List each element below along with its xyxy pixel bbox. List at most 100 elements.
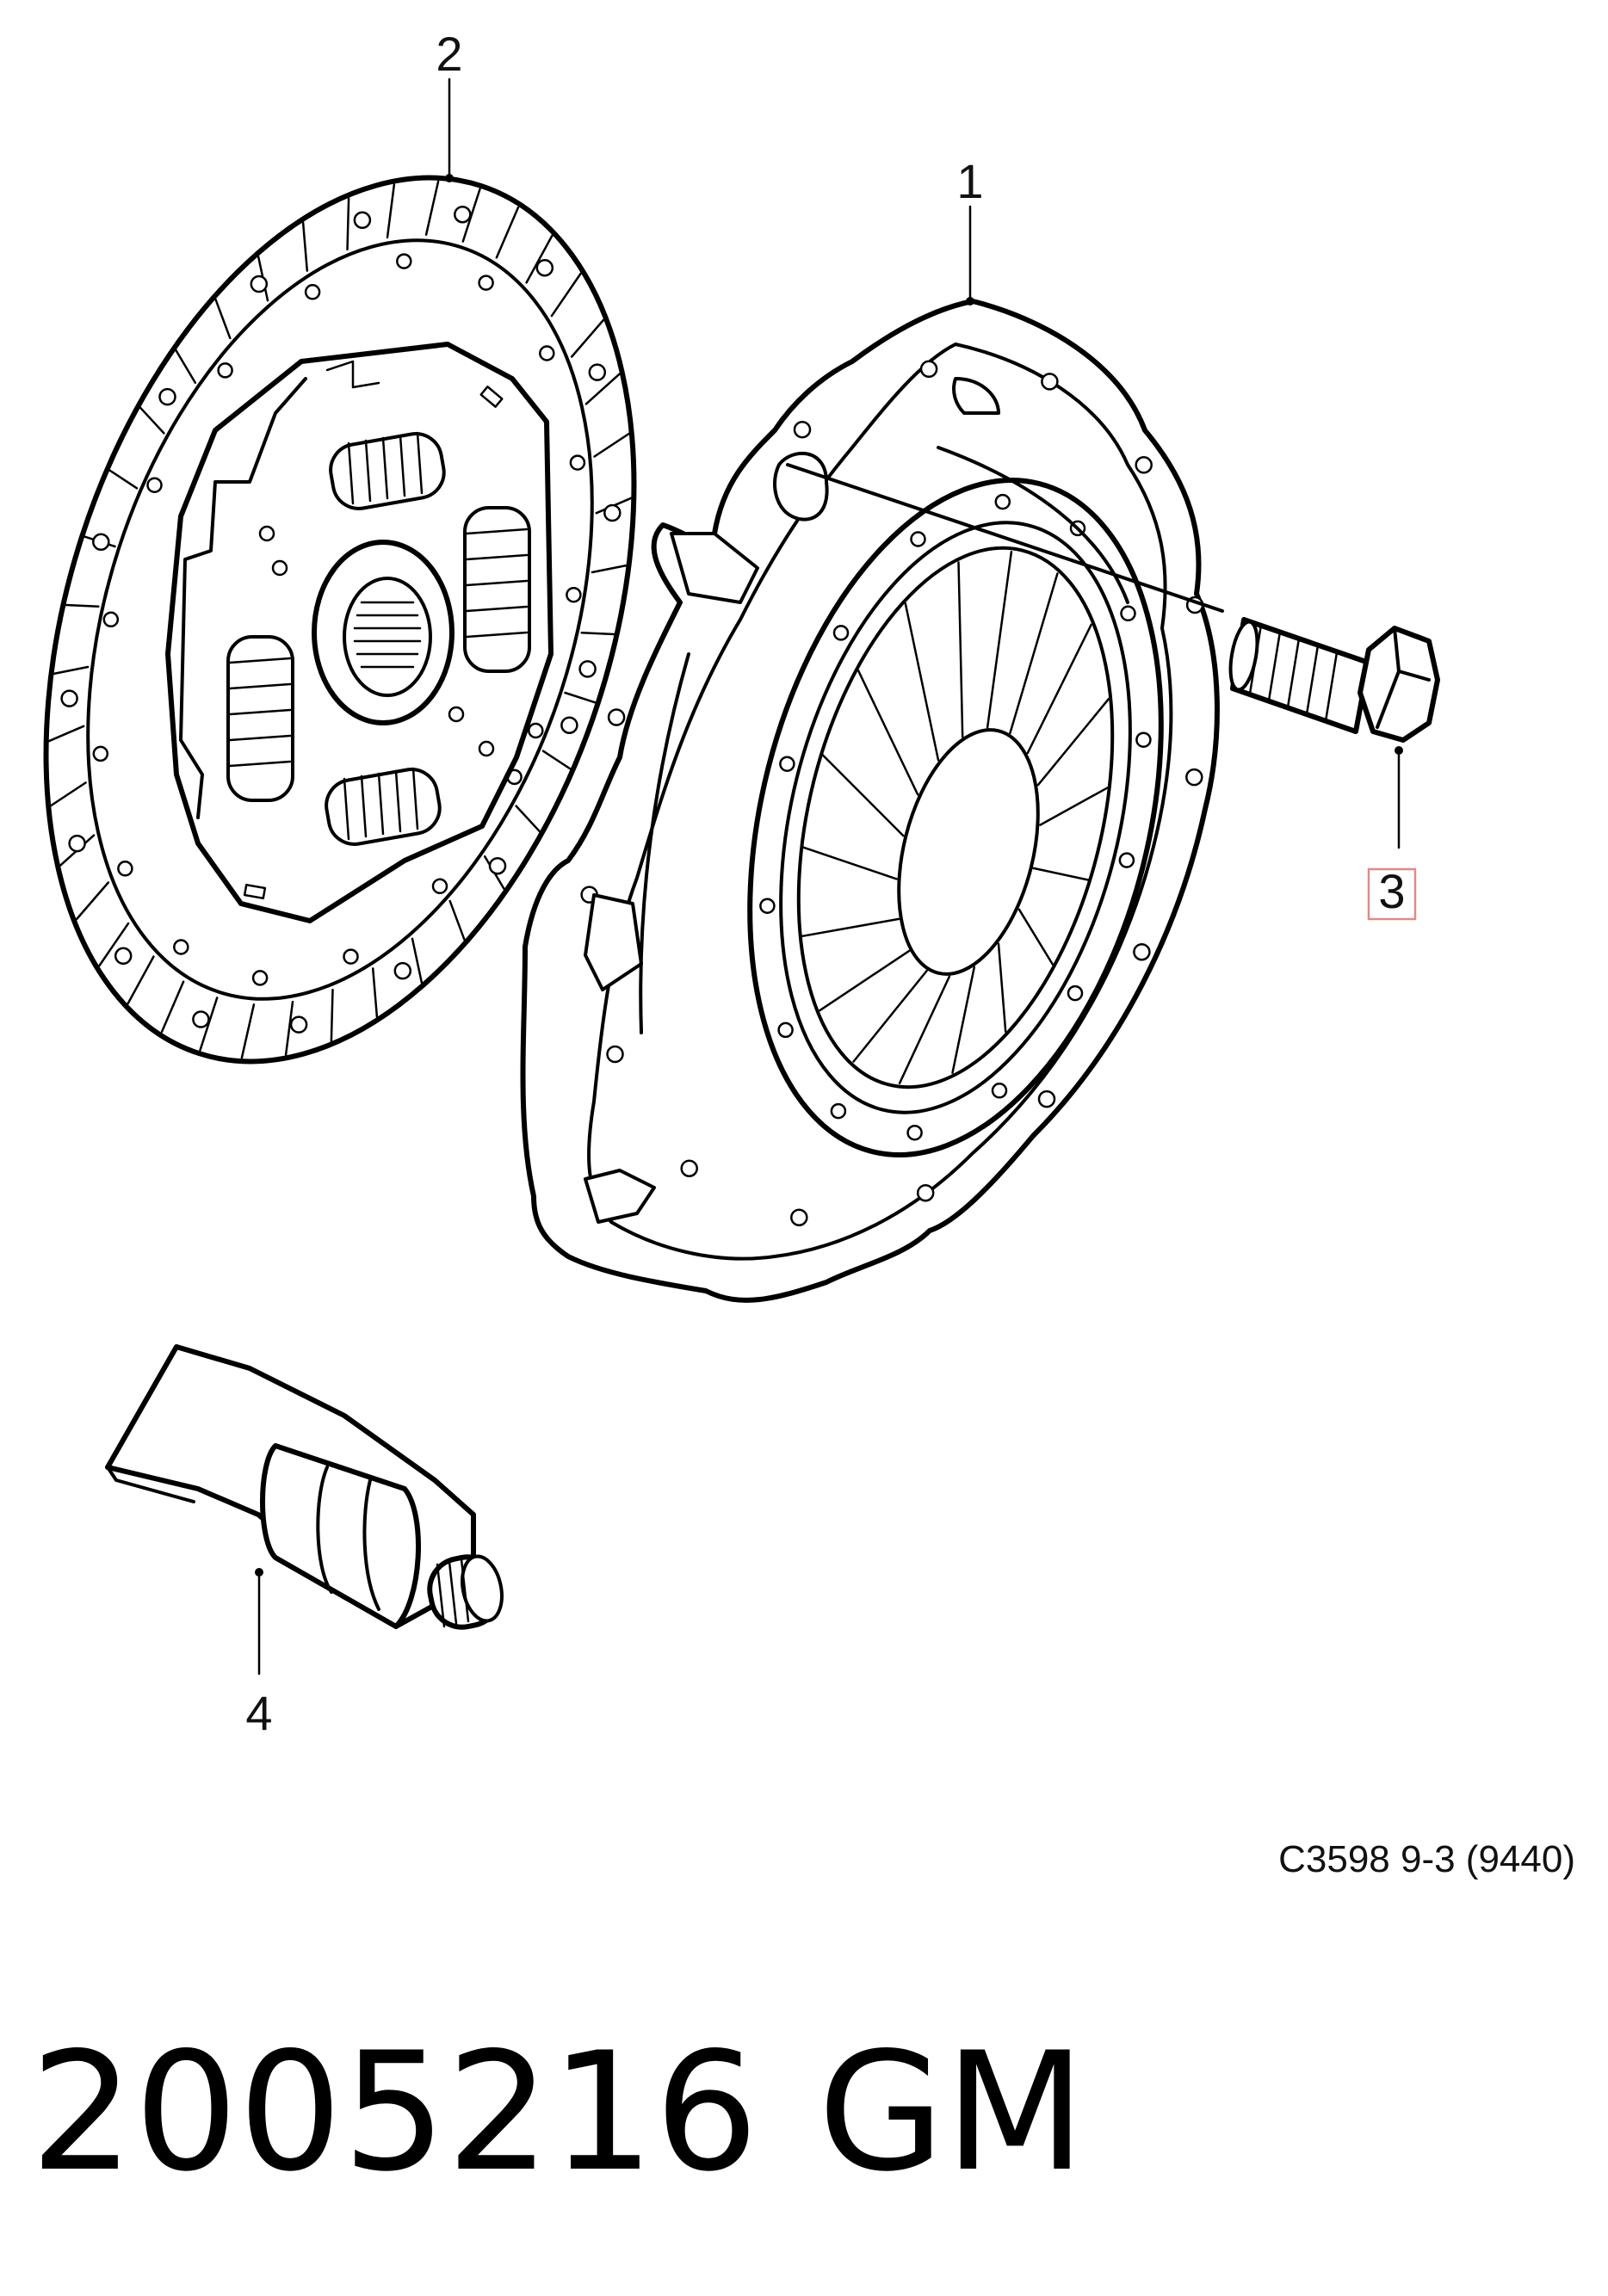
friction-groove — [570, 318, 605, 358]
cover-hole — [910, 531, 926, 547]
flange-hole — [793, 420, 812, 439]
disc-rivet — [68, 834, 86, 853]
diaphragm-finger — [1026, 623, 1092, 755]
diaphragm-finger — [951, 966, 976, 1074]
friction-groove — [175, 349, 197, 385]
callout-label-2: 2 — [436, 27, 462, 81]
disc-rivet — [488, 856, 507, 875]
cover-hole — [906, 1124, 923, 1141]
callout-2: 2 — [436, 27, 463, 182]
friction-groove — [461, 188, 481, 243]
disc-rivet — [117, 861, 133, 877]
friction-groove — [346, 197, 350, 251]
friction-groove — [214, 298, 232, 340]
callout-label-4: 4 — [245, 1686, 272, 1740]
flange-hole — [916, 1183, 935, 1202]
disc-rivet — [528, 722, 544, 739]
friction-groove — [411, 937, 424, 984]
friction-groove — [160, 980, 185, 1034]
disc-rivet — [289, 1015, 308, 1034]
friction-groove — [284, 1000, 294, 1056]
flange-hole — [790, 1208, 808, 1226]
callout-label-1: 1 — [956, 154, 983, 208]
callout-3-highlight-box — [1367, 867, 1417, 921]
cover-hole — [994, 493, 1011, 510]
grease-tube-drawing — [105, 1344, 504, 1630]
friction-groove — [47, 725, 85, 743]
cover-hole — [759, 898, 776, 914]
friction-groove — [584, 373, 622, 405]
flange-hole — [1185, 768, 1203, 787]
diaphragm-finger — [986, 551, 1013, 729]
callout-label-3: 3 — [1378, 864, 1405, 918]
flange-hole — [606, 1045, 624, 1064]
brand-name: GM — [818, 2017, 1085, 2207]
diaphragm-finger — [904, 602, 940, 762]
callout-3: 3 — [1367, 746, 1417, 921]
disc-rivet — [92, 533, 110, 552]
diaphragm-finger — [1009, 572, 1059, 735]
disc-rivet — [454, 205, 472, 224]
friction-groove — [108, 469, 139, 490]
friction-groove — [593, 432, 630, 458]
diaphragm-finger — [857, 669, 919, 796]
friction-groove — [75, 881, 110, 921]
cover-hole — [777, 1021, 794, 1039]
disc-rivet — [114, 947, 133, 966]
disc-rivet — [539, 345, 555, 361]
disc-rivet — [192, 1010, 210, 1028]
cover-hole — [779, 756, 795, 772]
diaphragm-finger — [997, 942, 1007, 1034]
disc-rivet — [217, 362, 233, 379]
diaphragm-finger — [957, 561, 964, 738]
disc-rivet — [353, 211, 372, 230]
diaphragm-finger — [852, 969, 928, 1063]
friction-groove — [580, 631, 615, 636]
friction-groove — [448, 899, 466, 941]
friction-groove — [591, 564, 628, 574]
disc-rivet — [102, 611, 120, 628]
diaphragm-finger — [1017, 908, 1054, 966]
disc-rivet — [173, 939, 189, 955]
friction-groove — [525, 234, 554, 284]
cover-hole — [1135, 731, 1152, 748]
friction-groove — [301, 221, 309, 272]
part-number: 2005216 — [30, 2017, 758, 2207]
disc-rivet — [431, 878, 448, 895]
disc-rivet — [158, 387, 176, 406]
disc-rivet — [566, 586, 582, 603]
friction-groove — [199, 997, 219, 1052]
cover-hole — [1120, 605, 1136, 622]
diaphragm-finger — [801, 917, 900, 938]
diaphragm-finger — [1039, 787, 1109, 826]
flange-hole — [1037, 1089, 1056, 1108]
bolt-drawing — [786, 463, 1440, 743]
disc-rivet — [560, 716, 578, 734]
disc-rivet — [60, 689, 78, 707]
cover-hole — [1067, 984, 1084, 1002]
flange-hole — [1133, 942, 1151, 961]
disc-rivet — [304, 284, 321, 300]
friction-groove — [98, 922, 130, 967]
friction-groove — [424, 180, 440, 236]
disc-rivet — [478, 275, 494, 291]
friction-groove — [53, 665, 90, 676]
disc-rivet — [343, 948, 359, 965]
cover-hole — [991, 1083, 1008, 1099]
disc-rivet — [603, 503, 622, 522]
disc-rivet — [569, 454, 586, 471]
friction-groove — [139, 406, 165, 435]
callout-4: 4 — [245, 1568, 273, 1740]
disc-rivet — [393, 961, 412, 980]
cover-hole — [830, 1102, 847, 1120]
friction-groove — [330, 988, 334, 1042]
flange-hole — [919, 360, 938, 379]
diaphragm-finger — [1032, 867, 1090, 881]
cover-hole — [1118, 852, 1135, 868]
friction-groove — [564, 691, 597, 704]
diaphragm-finger — [898, 975, 951, 1084]
diaphragm-finger — [1036, 697, 1110, 787]
disc-rivet — [535, 258, 554, 277]
disc-rivet — [92, 745, 109, 762]
friction-groove — [515, 805, 541, 833]
